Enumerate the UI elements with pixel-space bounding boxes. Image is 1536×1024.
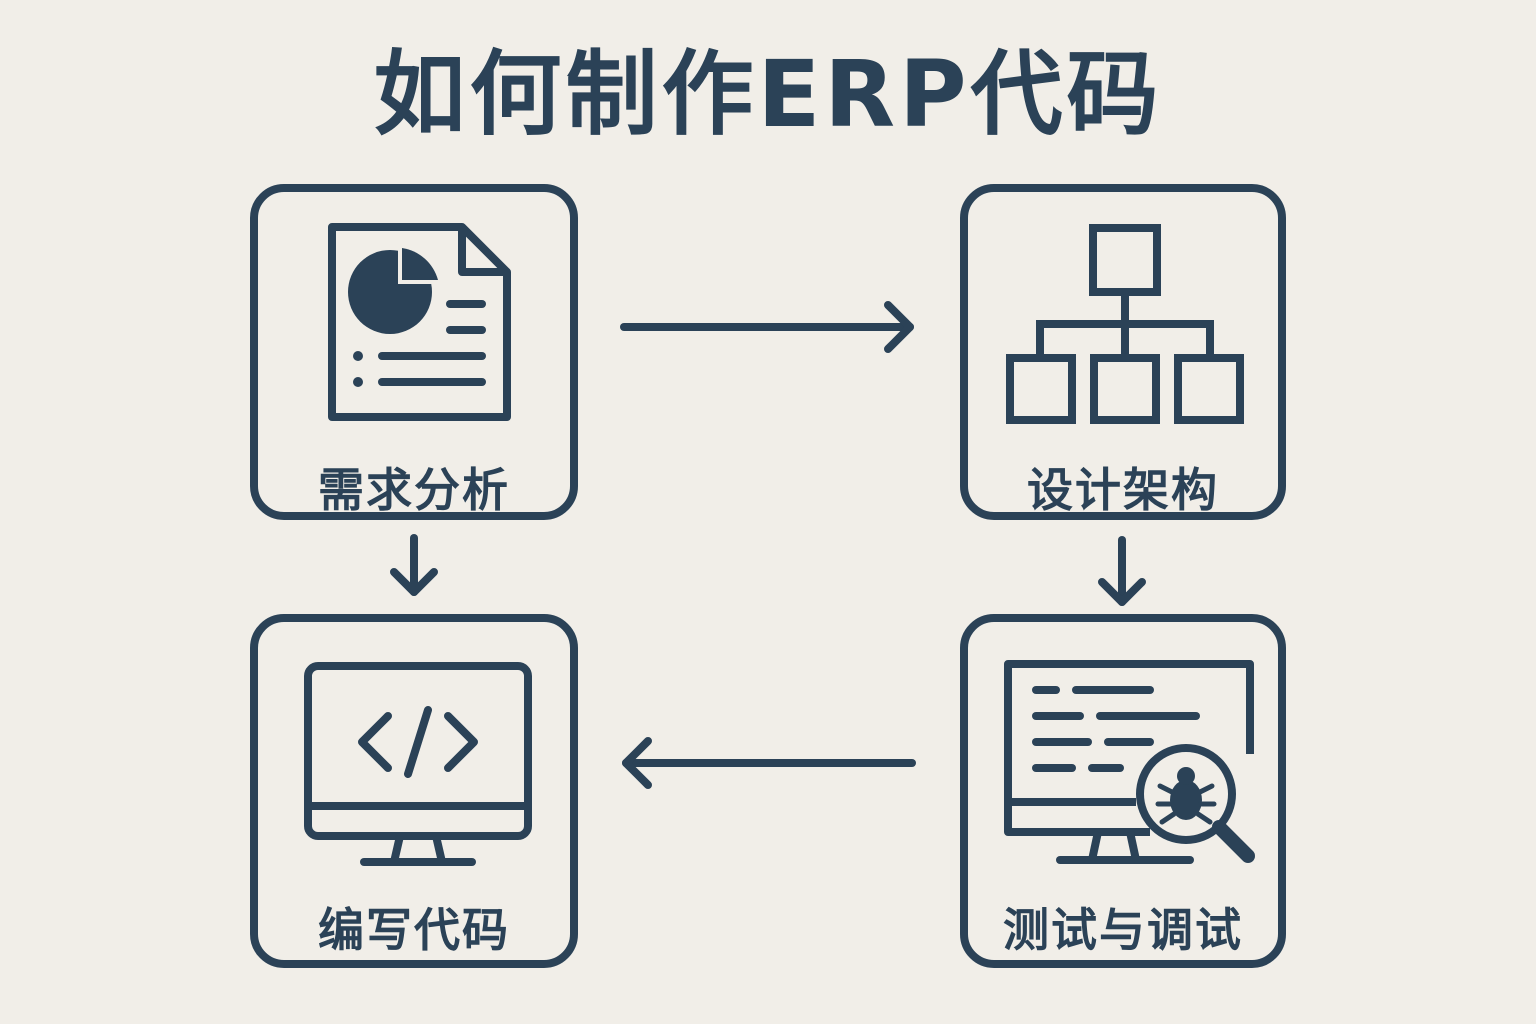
arrow-requirements-to-coding	[390, 534, 438, 596]
step-coding-label: 编写代码	[318, 903, 510, 957]
step-testing-label: 测试与调试	[1003, 903, 1243, 957]
bug-magnifier-icon	[1004, 660, 1255, 864]
code-monitor-icon	[304, 662, 532, 866]
step-requirements-card: 需求分析	[250, 184, 578, 520]
arrow-requirements-to-architecture	[620, 301, 914, 353]
step-architecture-label: 设计架构	[1027, 463, 1219, 517]
step-architecture-card: 设计架构	[960, 184, 1286, 520]
arrow-testing-to-coding	[622, 737, 916, 789]
arrow-architecture-to-testing	[1098, 536, 1146, 606]
step-coding-card: 编写代码	[250, 614, 578, 968]
org-chart-icon	[1006, 224, 1244, 424]
step-testing-card: 测试与调试	[960, 614, 1286, 968]
page-title: 如何制作ERP代码	[373, 41, 1163, 148]
document-chart-icon	[328, 223, 511, 421]
step-requirements-label: 需求分析	[318, 463, 510, 517]
